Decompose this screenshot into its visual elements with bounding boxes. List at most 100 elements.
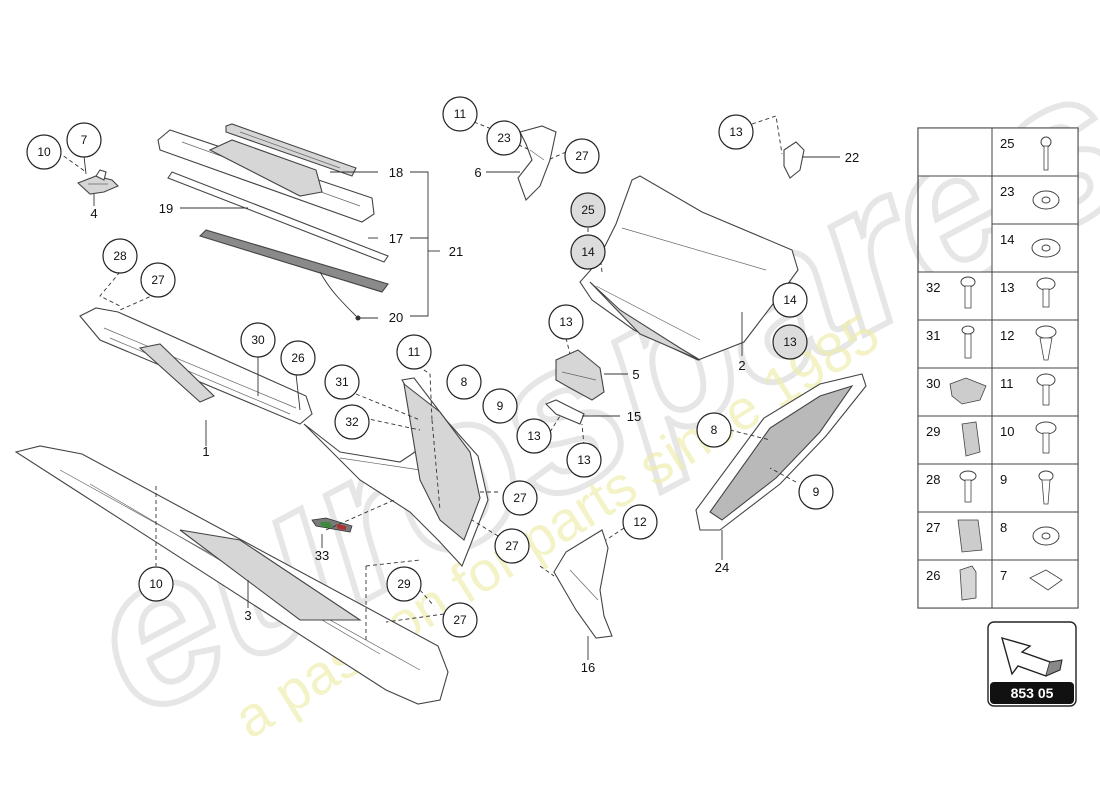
svg-text:14: 14 — [1000, 232, 1014, 247]
callout-31: 31 — [324, 364, 360, 400]
pan-screw-icon — [1035, 421, 1057, 454]
svg-text:10: 10 — [149, 577, 163, 591]
callout-14: 14 — [772, 282, 808, 318]
callout-32: 32 — [334, 404, 370, 440]
callout-14: 14 — [570, 234, 606, 270]
u-nut-icon — [1029, 569, 1063, 591]
callout-13: 13 — [548, 304, 584, 340]
svg-text:13: 13 — [729, 125, 743, 139]
callout-13: 13 — [566, 442, 602, 478]
svg-text:28: 28 — [113, 249, 127, 263]
svg-text:26: 26 — [926, 568, 940, 583]
svg-text:27: 27 — [151, 273, 165, 287]
flat-washer-icon — [1032, 526, 1060, 546]
hardware-row-8: 28 9 — [917, 463, 1079, 513]
callout-10: 10 — [26, 134, 62, 170]
hardware-table: 25 23 14 32 13 31 12 — [917, 127, 1079, 609]
svg-text:11: 11 — [408, 345, 421, 359]
svg-text:7: 7 — [81, 133, 88, 147]
label-15: 15 — [627, 409, 641, 424]
washer-icon — [1032, 190, 1060, 210]
callout-27: 27 — [502, 480, 538, 516]
bolt-long-icon — [1040, 136, 1052, 171]
callout-11: 11 — [442, 96, 478, 132]
part-trim-16 — [553, 529, 613, 639]
svg-text:12: 12 — [1000, 328, 1014, 343]
svg-text:27: 27 — [926, 520, 940, 535]
washer-large-icon — [1031, 238, 1061, 258]
hardware-row-10: 26 7 — [917, 559, 1079, 609]
callout-12: 12 — [622, 504, 658, 540]
part-lighted-strip-20 — [198, 229, 389, 321]
svg-text:30: 30 — [926, 376, 940, 391]
part-clip-22 — [783, 141, 805, 179]
svg-text:27: 27 — [505, 539, 519, 553]
label-5: 5 — [632, 367, 639, 382]
svg-text:31: 31 — [335, 375, 349, 389]
callout-9: 9 — [482, 388, 518, 424]
callout-28: 28 — [102, 238, 138, 274]
label-18: 18 — [389, 165, 403, 180]
hardware-row-7: 29 10 — [917, 415, 1079, 465]
svg-text:27: 27 — [513, 491, 527, 505]
svg-text:32: 32 — [926, 280, 940, 295]
svg-text:31: 31 — [926, 328, 940, 343]
callout-30: 30 — [240, 322, 276, 358]
label-22: 22 — [845, 150, 859, 165]
flange-screw-icon — [1036, 277, 1056, 308]
part-badge-33 — [311, 517, 353, 533]
callout-10: 10 — [138, 566, 174, 602]
part-plate-15 — [545, 399, 585, 425]
label-24: 24 — [715, 560, 729, 575]
retainer-clip-icon — [961, 421, 981, 457]
svg-text:32: 32 — [345, 415, 359, 429]
svg-text:8: 8 — [461, 375, 468, 389]
callout-11: 11 — [396, 334, 432, 370]
callout-27: 27 — [564, 138, 600, 174]
label-19: 19 — [159, 201, 173, 216]
collar-screw-icon — [959, 470, 977, 503]
reference-badge: 853 05 — [987, 621, 1077, 707]
label-21: 21 — [449, 244, 463, 259]
callout-8: 8 — [446, 364, 482, 400]
svg-text:29: 29 — [397, 577, 411, 591]
svg-text:28: 28 — [926, 472, 940, 487]
svg-text:7: 7 — [1000, 568, 1007, 583]
expansion-rivet-icon — [1035, 325, 1057, 361]
tapping-screw-icon — [1038, 470, 1054, 505]
svg-text:14: 14 — [783, 293, 797, 307]
svg-text:23: 23 — [497, 131, 511, 145]
reference-code: 853 05 — [1011, 685, 1054, 701]
part-sill-cover-17 — [157, 129, 375, 223]
torx-screw-icon — [1036, 373, 1056, 406]
callout-27: 27 — [442, 602, 478, 638]
part-strip-19 — [167, 171, 389, 263]
svg-text:12: 12 — [633, 515, 647, 529]
svg-text:10: 10 — [37, 145, 51, 159]
part-outer-sill-3 — [14, 445, 449, 705]
clip-icon — [949, 377, 987, 405]
callout-13: 13 — [718, 114, 754, 150]
svg-text:11: 11 — [1000, 376, 1014, 391]
label-20: 20 — [389, 310, 403, 325]
svg-text:9: 9 — [497, 399, 504, 413]
svg-text:9: 9 — [813, 485, 820, 499]
callout-26: 26 — [280, 340, 316, 376]
svg-text:11: 11 — [454, 107, 467, 121]
hardware-row-5: 31 12 — [917, 319, 1079, 369]
callout-23: 23 — [486, 120, 522, 156]
label-1: 1 — [202, 444, 209, 459]
hardware-row-4: 32 13 — [917, 271, 1079, 321]
svg-text:10: 10 — [1000, 424, 1014, 439]
callout-13: 13 — [516, 418, 552, 454]
svg-text:27: 27 — [575, 149, 589, 163]
svg-text:25: 25 — [581, 203, 595, 217]
svg-text:8: 8 — [711, 423, 718, 437]
svg-text:25: 25 — [1000, 136, 1014, 151]
svg-text:13: 13 — [527, 429, 541, 443]
part-grille-24 — [695, 373, 867, 531]
hardware-row-2: 23 — [991, 175, 1079, 225]
callout-8: 8 — [696, 412, 732, 448]
part-number-labels: 4 18 19 17 21 20 6 22 2 5 15 1 33 3 16 2… — [90, 150, 859, 675]
